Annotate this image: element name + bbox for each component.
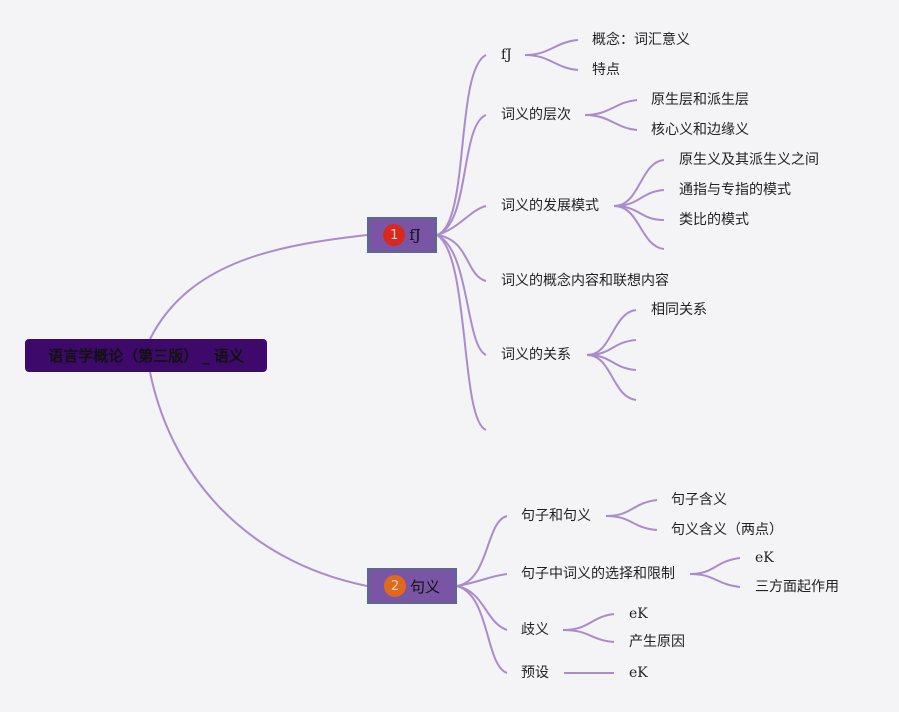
leaf-original-derived[interactable]: 原生层和派生层 <box>651 92 749 108</box>
branch-label-2: 句义 <box>409 577 440 596</box>
root-separator: _ <box>202 346 210 365</box>
leaf-concept[interactable]: 概念：词汇意义 <box>592 32 690 48</box>
subtopic-development[interactable]: 词义的发展模式 <box>501 198 599 214</box>
leaf-ambiguity-ek[interactable]: eK <box>629 606 648 622</box>
number-badge-2: 2 <box>383 575 406 597</box>
leaf-sentence-two-points[interactable]: 句义含义（两点） <box>671 522 783 538</box>
subtopic-ambiguity[interactable]: 歧义 <box>521 622 549 638</box>
leaf-dev-general[interactable]: 通指与专指的模式 <box>679 182 791 198</box>
leaf-causes[interactable]: 产生原因 <box>629 634 685 650</box>
leaf-selection-ek[interactable]: eK <box>755 550 774 566</box>
leaf-dev-original[interactable]: 原生义及其派生义之间 <box>679 152 819 168</box>
subtopic-presupposition[interactable]: 预设 <box>521 665 549 681</box>
subtopic-fj[interactable]: fJ <box>501 47 512 63</box>
branch-topic-1[interactable]: 1 fJ <box>367 217 437 253</box>
branch-topic-2[interactable]: 2 句义 <box>367 568 457 604</box>
branch-label-1: fJ <box>409 226 421 244</box>
subtopic-relations[interactable]: 词义的关系 <box>501 347 571 363</box>
subtopic-levels[interactable]: 词义的层次 <box>501 107 571 123</box>
root-suffix: 语义 <box>213 347 244 365</box>
leaf-features[interactable]: 特点 <box>592 62 620 78</box>
leaf-core-edge[interactable]: 核心义和边缘义 <box>651 122 749 138</box>
leaf-sentence-meaning[interactable]: 句子含义 <box>671 492 727 508</box>
root-title: 语言学概论（第三版） <box>48 347 199 365</box>
leaf-three-aspects[interactable]: 三方面起作用 <box>755 579 839 595</box>
subtopic-concept-association[interactable]: 词义的概念内容和联想内容 <box>501 273 669 289</box>
leaf-dev-analogy[interactable]: 类比的模式 <box>679 212 749 228</box>
root-topic[interactable]: 语言学概论（第三版） _ 语义 <box>25 339 267 372</box>
subtopic-selection[interactable]: 句子中词义的选择和限制 <box>521 566 675 582</box>
leaf-presupposition-ek[interactable]: eK <box>629 665 648 681</box>
leaf-same-relation[interactable]: 相同关系 <box>651 302 707 318</box>
subtopic-sentence[interactable]: 句子和句义 <box>521 508 591 524</box>
number-badge-1: 1 <box>383 224 406 246</box>
